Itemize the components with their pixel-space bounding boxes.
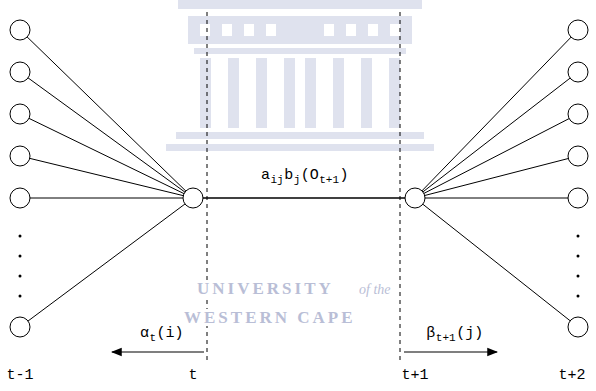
watermark-text: WESTERN CAPE — [183, 309, 357, 326]
dot — [19, 295, 22, 298]
state-circle — [568, 104, 588, 124]
dot — [19, 235, 22, 238]
transition-line — [20, 156, 193, 198]
column — [361, 58, 372, 128]
transition-line — [20, 114, 193, 198]
step — [176, 132, 424, 139]
column — [305, 58, 316, 128]
subscript: t+1 — [319, 175, 339, 186]
state-circle — [10, 62, 30, 82]
transition-line — [193, 197, 415, 199]
subscript: j — [294, 175, 301, 186]
window — [200, 24, 210, 36]
window — [266, 24, 276, 36]
state-circle — [10, 317, 30, 337]
subscript: t — [149, 333, 156, 344]
formula-text: α — [140, 326, 149, 341]
column — [200, 58, 211, 128]
transition-line — [20, 198, 193, 199]
formula-text: b — [284, 168, 293, 183]
dot — [577, 255, 580, 258]
dashed-divider — [400, 12, 401, 362]
frieze — [188, 16, 412, 44]
column — [389, 58, 400, 128]
subscript: ij — [270, 175, 283, 186]
transition-line — [20, 198, 193, 327]
backward-arrow — [404, 351, 497, 352]
transition-line — [20, 72, 193, 198]
cornice — [194, 48, 406, 54]
time-label: t+2 — [558, 368, 585, 383]
watermark-text: UNIVERSITY — [196, 280, 335, 297]
transition-line — [415, 198, 578, 327]
window — [390, 24, 400, 36]
forward-arrow — [112, 351, 204, 352]
step — [166, 144, 434, 151]
formula-text: a — [261, 168, 270, 183]
dot — [577, 275, 580, 278]
formula-text: (i) — [157, 326, 184, 341]
column — [256, 58, 267, 128]
window — [368, 24, 378, 36]
state-circle — [568, 20, 588, 40]
window — [346, 24, 356, 36]
state-circle — [10, 104, 30, 124]
state-circle — [568, 188, 588, 208]
time-label: t+1 — [401, 368, 428, 383]
dot — [577, 295, 580, 298]
state-circle — [10, 146, 30, 166]
time-label: t-1 — [6, 368, 33, 383]
dot — [19, 255, 22, 258]
column — [228, 58, 239, 128]
formula-text: (j) — [456, 326, 483, 341]
formula-text: ) — [340, 168, 349, 183]
column — [284, 58, 295, 128]
ellipsis-dots — [19, 235, 580, 298]
fan-out-lines — [415, 30, 578, 327]
formula-text: β — [426, 326, 435, 341]
state-circles — [10, 20, 588, 337]
watermark-building — [166, 0, 434, 151]
watermark-text: of the — [358, 283, 392, 297]
window — [324, 24, 334, 36]
state-circle — [183, 188, 203, 208]
transition-line — [415, 30, 578, 198]
frieze-windows — [200, 24, 400, 36]
subscript: t+1 — [436, 333, 456, 344]
transition-line — [415, 72, 578, 198]
transition-line — [20, 30, 193, 198]
transition-line — [415, 156, 578, 198]
window — [222, 24, 232, 36]
window — [244, 24, 254, 36]
formula-text: (O — [301, 168, 319, 183]
state-circle — [405, 188, 425, 208]
column — [333, 58, 344, 128]
transition-line — [415, 114, 578, 198]
state-circle — [568, 317, 588, 337]
fan-in-lines — [20, 30, 193, 327]
state-circle — [10, 188, 30, 208]
transition-line — [415, 198, 578, 199]
state-circle — [568, 62, 588, 82]
time-label: t — [188, 368, 197, 383]
dot — [19, 275, 22, 278]
state-circle — [568, 146, 588, 166]
dot — [577, 235, 580, 238]
roof — [178, 0, 422, 9]
state-circle — [10, 20, 30, 40]
